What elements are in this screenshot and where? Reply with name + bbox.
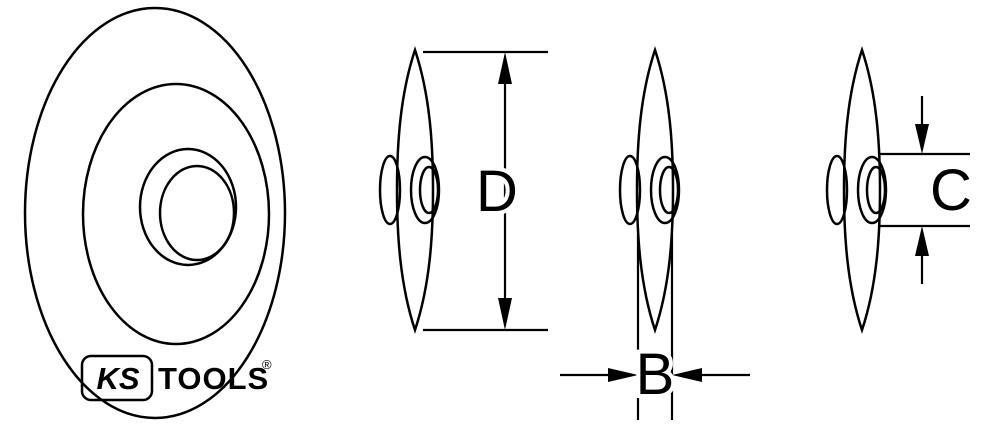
wheel-face (81, 82, 271, 346)
wheel-outer-rim (23, 6, 287, 420)
logo-box (80, 354, 154, 402)
dim-c-arrow-down-icon (915, 124, 929, 154)
dimension-label-d: D (476, 159, 518, 224)
dimension-label-c: C (930, 158, 972, 223)
wheel-side-view-3 (825, 48, 888, 332)
dimension-b: B (560, 234, 750, 420)
dimension-d: D (423, 50, 548, 332)
ks-tools-logo: KS TOOLS ® (80, 354, 272, 402)
wheel-bore-outer (138, 147, 238, 267)
logo-ks-text: KS (96, 361, 139, 396)
logo-tools-text: TOOLS (158, 361, 269, 396)
logo-registered-mark: ® (262, 357, 272, 372)
disc-profile-1 (378, 48, 441, 332)
wheel-side-view-1 (378, 48, 441, 332)
dim-c-arrow-up-icon (915, 226, 929, 256)
dim-b-arrow-right-icon (608, 368, 638, 382)
dimension-c: C (878, 96, 976, 284)
wheel-front-view: KS TOOLS ® (23, 6, 287, 420)
wheel-bore-inner (158, 164, 236, 262)
dim-b-arrow-left-icon (672, 368, 702, 382)
dimension-label-b: B (636, 342, 675, 407)
disc-profile-2 (618, 48, 681, 332)
dim-d-arrow-down-icon (498, 298, 512, 330)
wheel-side-view-2 (618, 48, 681, 332)
dim-d-arrow-up-icon (498, 52, 512, 84)
disc-profile-3 (825, 48, 888, 332)
